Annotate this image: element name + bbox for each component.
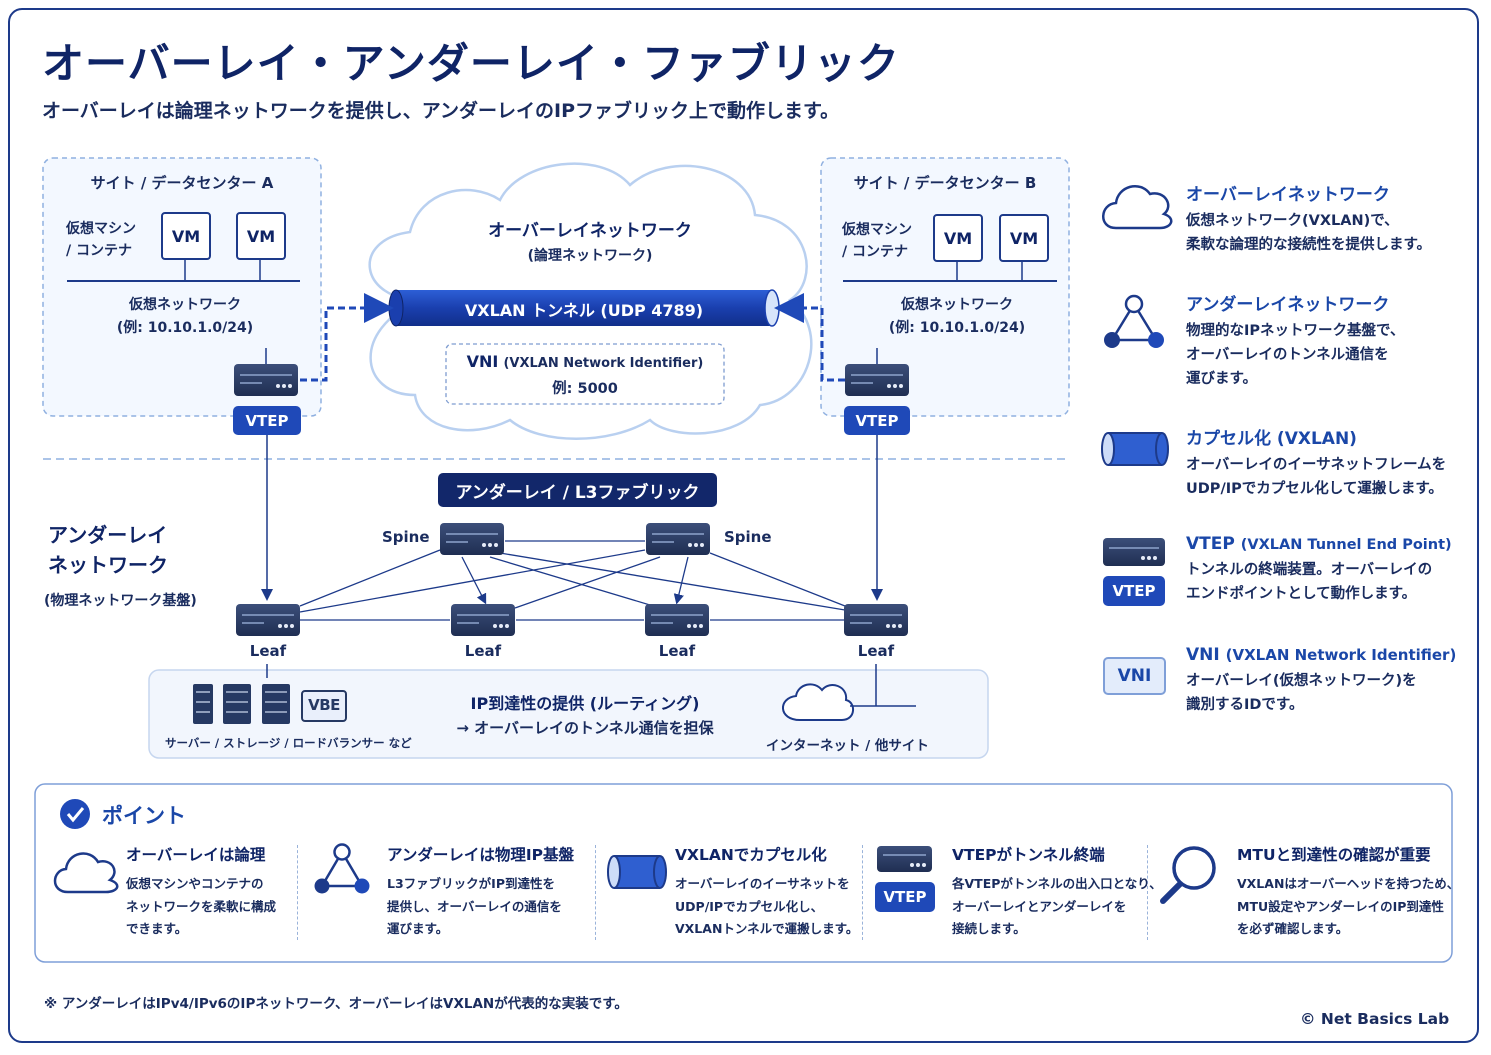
leaf-4-label: Leaf [857, 642, 895, 660]
legend-overlay: オーバーレイネットワーク 仮想ネットワーク(VXLAN)で、柔軟な論理的な接続性… [1186, 185, 1432, 253]
spine-left-label: Spine [382, 528, 430, 546]
point-item-underlay: アンダーレイは物理IP基盤 L3ファブリックがIP到達性を提供し、オーバーレイの… [387, 846, 575, 936]
vxlan-tunnel-tube [396, 290, 772, 326]
legend-vtep-badge: VTEP [1103, 576, 1165, 606]
site-a-title: サイト / データセンター A [90, 174, 274, 192]
vni-box [445, 343, 725, 405]
site-a-host-label: 仮想マシン/ コンテナ [66, 221, 136, 259]
leaf-3-device [644, 603, 710, 637]
points-separator-4 [1147, 845, 1148, 940]
site-a-vm-2[interactable]: VM [236, 212, 286, 260]
site-b-vm-1[interactable]: VM [933, 214, 983, 262]
legend-vni: VNI (VXLAN Network Identifier) オーバーレイ(仮想… [1186, 645, 1457, 713]
page-frame [8, 8, 1479, 1043]
site-a-vtep-badge[interactable]: VTEP [233, 406, 301, 435]
site-b-vtep-badge[interactable]: VTEP [844, 406, 910, 435]
points-panel [34, 783, 1453, 963]
point-magnifier-icon [1160, 846, 1216, 904]
points-separator-2 [595, 845, 596, 940]
reachability-title: IP到達性の提供 (ルーティング) [470, 694, 700, 713]
point-item-overlay: オーバーレイは論理 仮想マシンやコンテナのネットワークを柔軟に構成できます。 [126, 846, 277, 936]
servers-label: サーバー / ストレージ / ロードバランサー など [165, 736, 412, 750]
point-switch-icon [877, 846, 932, 872]
leaf-1-label: Leaf [249, 642, 287, 660]
legend-vtep: VTEP (VXLAN Tunnel End Point) トンネルの終端装置。… [1186, 534, 1452, 602]
underlay-banner: アンダーレイ / L3ファブリック [438, 473, 717, 507]
spine-left-device [439, 522, 505, 556]
vbe-badge: VBE [308, 696, 340, 714]
spine-right-device [645, 522, 711, 556]
points-separator-1 [297, 845, 298, 940]
point-vtep-badge: VTEP [875, 882, 935, 912]
footnote: ※ アンダーレイはIPv4/IPv6のIPネットワーク、オーバーレイはVXLAN… [44, 996, 628, 1012]
site-a-vm-1[interactable]: VM [161, 212, 211, 260]
credit: © Net Basics Lab [1300, 1010, 1450, 1028]
legend-switch-icon [1103, 538, 1165, 566]
point-triangle-icon [314, 843, 370, 894]
page-subtitle: オーバーレイは論理ネットワークを提供し、アンダーレイのIPファブリック上で動作し… [42, 100, 840, 122]
leaf-2-label: Leaf [464, 642, 502, 660]
site-b-host-label: 仮想マシン/ コンテナ [842, 222, 912, 260]
site-b-vm-2[interactable]: VM [999, 214, 1049, 262]
legend-vni-badge: VNI [1103, 657, 1166, 695]
points-separator-3 [862, 845, 863, 940]
check-icon [60, 799, 90, 829]
legend-cloud-icon [1102, 184, 1173, 230]
point-cylinder-icon [607, 855, 667, 889]
internet-label: インターネット / 他サイト [766, 738, 929, 754]
vxlan-tunnel-label: VXLAN トンネル (UDP 4789) [464, 301, 704, 320]
spine-right-label: Spine [724, 528, 772, 546]
legend-triangle-icon [1104, 294, 1164, 348]
point-item-mtu: MTUと到達性の確認が重要 VXLANはオーバーヘッドを持つため、MTU設定やア… [1237, 846, 1460, 936]
vni-example: 例: 5000 [552, 381, 618, 397]
internet-cloud-icon [782, 683, 854, 721]
legend-underlay: アンダーレイネットワーク 物理的なIPネットワーク基盤で、オーバーレイのトンネル… [1186, 295, 1405, 387]
overlay-subtitle: (論理ネットワーク) [527, 248, 653, 264]
leaf-4-device [843, 603, 909, 637]
server-rack-icons [193, 684, 347, 724]
point-cloud-icon [53, 852, 119, 894]
page-title: オーバーレイ・アンダーレイ・ファブリック [42, 39, 900, 88]
leaf-1-device [235, 603, 301, 637]
site-a-virtual-network: 仮想ネットワーク(例: 10.10.1.0/24) [116, 297, 254, 336]
underlay-side-title: アンダーレイネットワーク [48, 523, 168, 577]
reachability-subtitle: → オーバーレイのトンネル通信を担保 [456, 719, 714, 737]
site-b-title: サイト / データセンター B [853, 174, 1037, 192]
services-box [148, 669, 989, 759]
point-item-vtep: VTEPがトンネル終端 各VTEPがトンネルの出入口となり、オーバーレイとアンダ… [952, 846, 1162, 936]
underlay-side-subtitle: (物理ネットワーク基盤) [44, 593, 197, 609]
leaf-3-label: Leaf [658, 642, 696, 660]
legend-cylinder-icon [1101, 432, 1169, 466]
points-heading: ポイント [102, 804, 186, 828]
site-b-virtual-network: 仮想ネットワーク(例: 10.10.1.0/24) [888, 297, 1026, 336]
vni-name: VNI (VXLAN Network Identifier) [466, 352, 704, 371]
leaf-2-device [450, 603, 516, 637]
overlay-title: オーバーレイネットワーク [488, 221, 692, 241]
